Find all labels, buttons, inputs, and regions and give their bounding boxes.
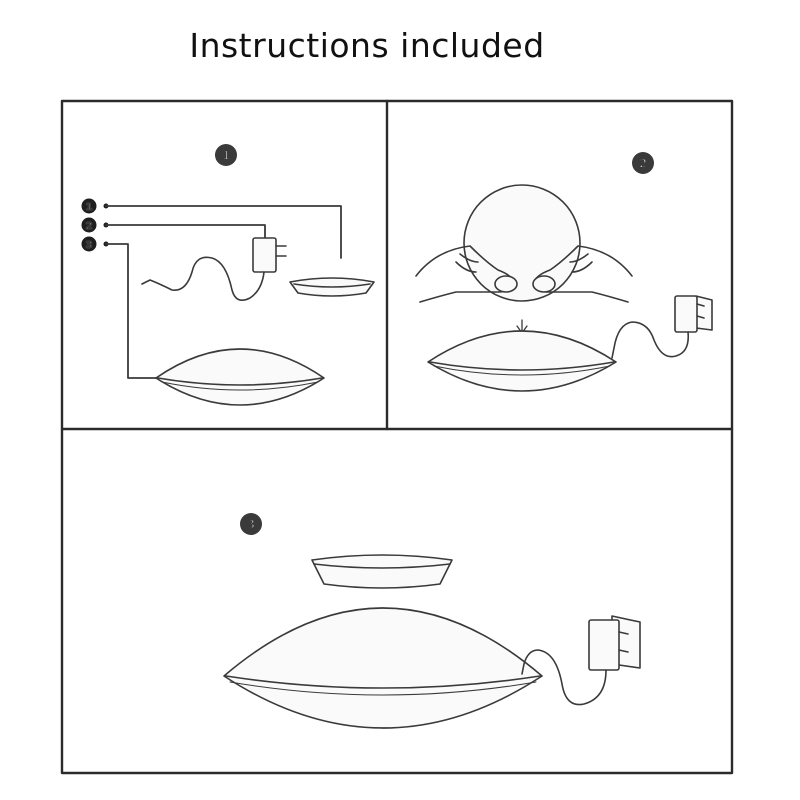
levitation-base-icon-3 bbox=[223, 607, 543, 729]
panel-step-1: 1 1 2 3 bbox=[81, 144, 375, 406]
hands-holding-globe-icon bbox=[415, 245, 633, 303]
power-adapter-icon-3 bbox=[521, 615, 641, 706]
levitation-base-icon bbox=[155, 348, 325, 406]
panel-step-3: 3 bbox=[223, 513, 641, 729]
panel-step-2: 2 bbox=[415, 152, 713, 392]
power-adapter-icon-2 bbox=[611, 295, 713, 359]
step-1-badge: 1 bbox=[215, 144, 237, 166]
outer-frame bbox=[60, 99, 734, 775]
panel-frames bbox=[60, 99, 734, 775]
part-label-1-text: 1 bbox=[86, 202, 93, 213]
levitation-base-icon-2 bbox=[427, 330, 617, 392]
step-3-badge: 3 bbox=[240, 513, 262, 535]
floating-globe-icon bbox=[463, 184, 581, 302]
part-label-3: 3 bbox=[81, 236, 161, 379]
part-label-3-text: 3 bbox=[86, 240, 93, 251]
step-2-badge: 2 bbox=[632, 152, 654, 174]
power-adapter-icon bbox=[141, 237, 287, 301]
part-label-2: 2 bbox=[81, 217, 266, 241]
step-2-number: 2 bbox=[639, 157, 647, 171]
floating-disc-icon-3 bbox=[311, 554, 453, 589]
floating-disc-icon bbox=[289, 277, 375, 297]
step-3-number: 3 bbox=[247, 518, 255, 532]
part-label-2-text: 2 bbox=[86, 221, 93, 232]
page-title: Instructions included bbox=[189, 26, 545, 65]
step-1-number: 1 bbox=[222, 149, 230, 163]
part-label-1: 1 bbox=[81, 198, 342, 259]
